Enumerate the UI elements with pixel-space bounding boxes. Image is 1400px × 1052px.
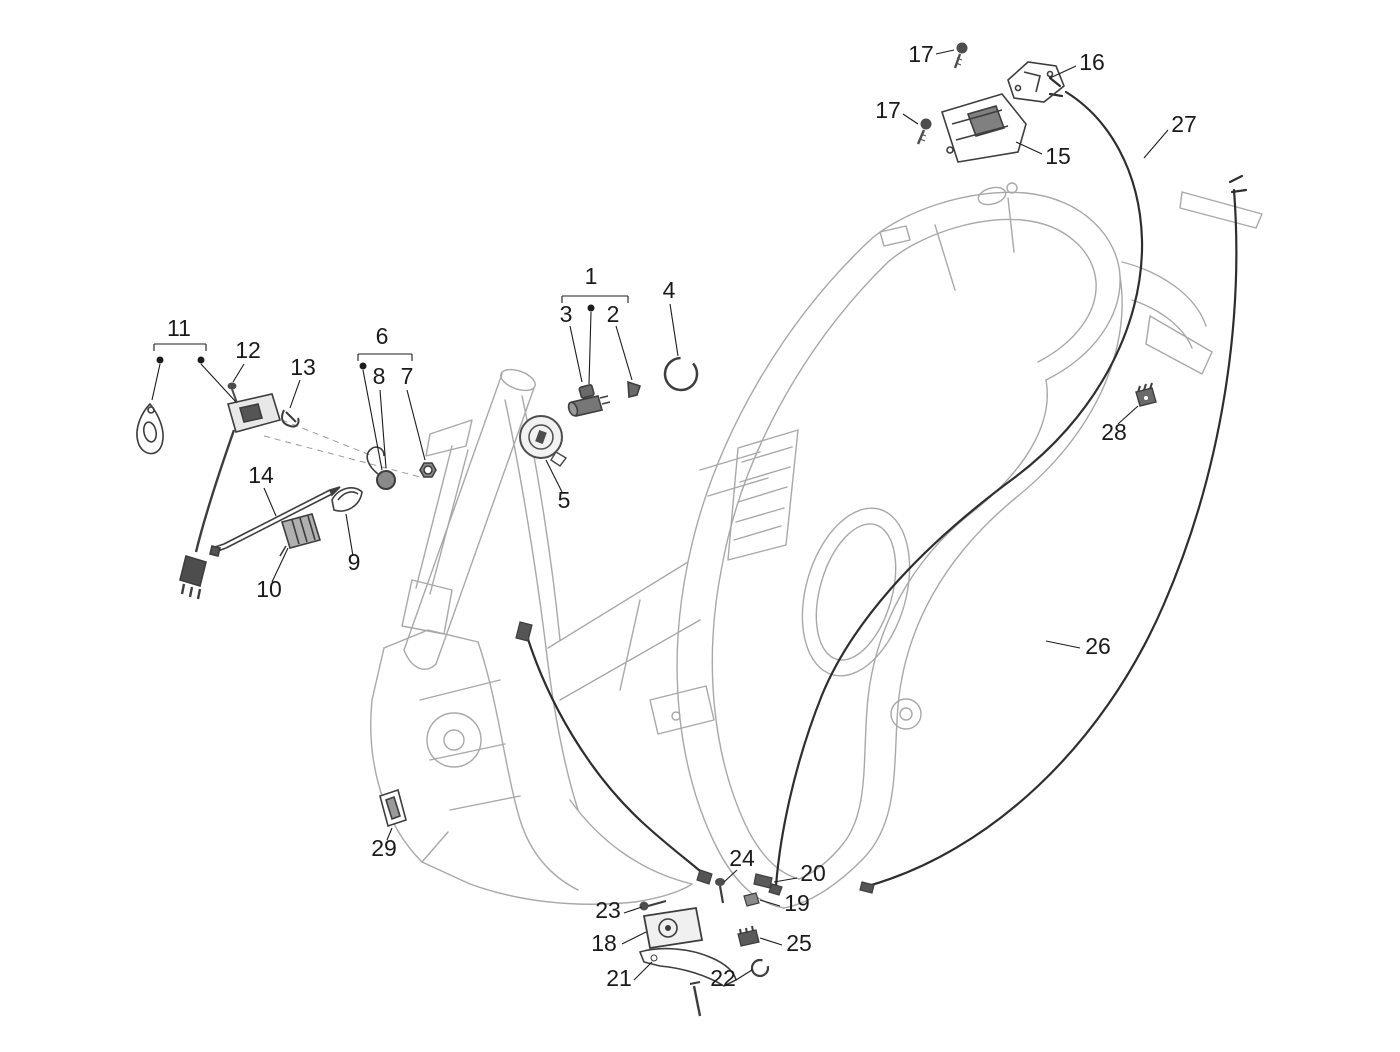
part-4-ring [663,356,699,392]
scooter-frame-outline [547,182,1263,909]
callout-label-17a: 17 [908,41,934,67]
part-17-screw-top [953,42,968,69]
floorboard-frame [370,629,693,905]
callout-label-26: 26 [1085,633,1111,659]
part-25-clip [737,925,760,947]
cables [525,76,1248,888]
part-20-bushing [753,873,773,889]
callout-label-14: 14 [248,462,274,488]
part-28-clip [1135,382,1157,407]
callout-label-15: 15 [1045,143,1071,169]
callout-label-16: 16 [1079,49,1105,75]
part-23-screw [639,899,667,911]
callout-label-10: 10 [256,576,282,602]
callout-label-3: 3 [560,301,573,327]
part-21-bracket [638,947,737,1017]
part-12-screw [227,382,238,404]
part-13-clip [281,409,300,428]
part-19-spacer [743,892,760,907]
cable-end-fittings [515,621,875,896]
part-24-bolt [715,878,725,904]
callout-label-13: 13 [290,354,316,380]
part-14-rod [209,486,341,557]
callout-label-21: 21 [606,965,632,991]
bottom-lock-group [638,873,773,1017]
steering-column [401,368,579,811]
part-10-connector [279,513,322,557]
keyswitch-cable [525,634,708,878]
callout-label-2: 2 [607,301,620,327]
callout-label-27: 27 [1171,111,1197,137]
callout-label-29: 29 [371,835,397,861]
callout-label-5: 5 [558,487,571,513]
part-11-immobilizer [136,393,282,600]
construction-lines [263,419,425,479]
cable-27 [774,76,1144,888]
callout-label-20: 20 [800,860,826,886]
part-22-ring [750,958,770,978]
cable-26 [866,174,1248,888]
callout-label-6: 6 [376,323,389,349]
leader-lines [151,49,1169,981]
callout-label-28: 28 [1101,419,1127,445]
callout-label-23: 23 [595,897,621,923]
part-16-latch [1007,61,1065,103]
callout-label-22: 22 [710,965,736,991]
callout-label-12: 12 [235,337,261,363]
callout-label-18: 18 [591,930,617,956]
callout-label-19: 19 [784,890,810,916]
callout-label-24: 24 [729,845,755,871]
part-17-screw-left [916,118,932,145]
part-9-cap [331,487,363,512]
callout-label-9: 9 [348,549,361,575]
callout-label-17b: 17 [875,97,901,123]
part-18-lock-body [642,906,704,950]
callout-label-25: 25 [786,930,812,956]
part-6-grommet [366,446,396,490]
callout-label-11: 11 [167,315,191,341]
part-5-lock-body [519,415,568,468]
part-15-lock-assembly [940,93,1027,163]
callout-labels: 17 16 17 15 27 1 3 2 4 11 12 6 13 8 7 5 … [167,41,1197,991]
key-cylinder-parts [567,380,642,417]
callout-label-4: 4 [663,277,676,303]
callout-label-7: 7 [401,363,414,389]
callout-label-1: 1 [585,263,598,289]
part-29-plate [379,788,407,828]
callout-label-8: 8 [373,363,386,389]
part-7-nut [419,462,437,478]
